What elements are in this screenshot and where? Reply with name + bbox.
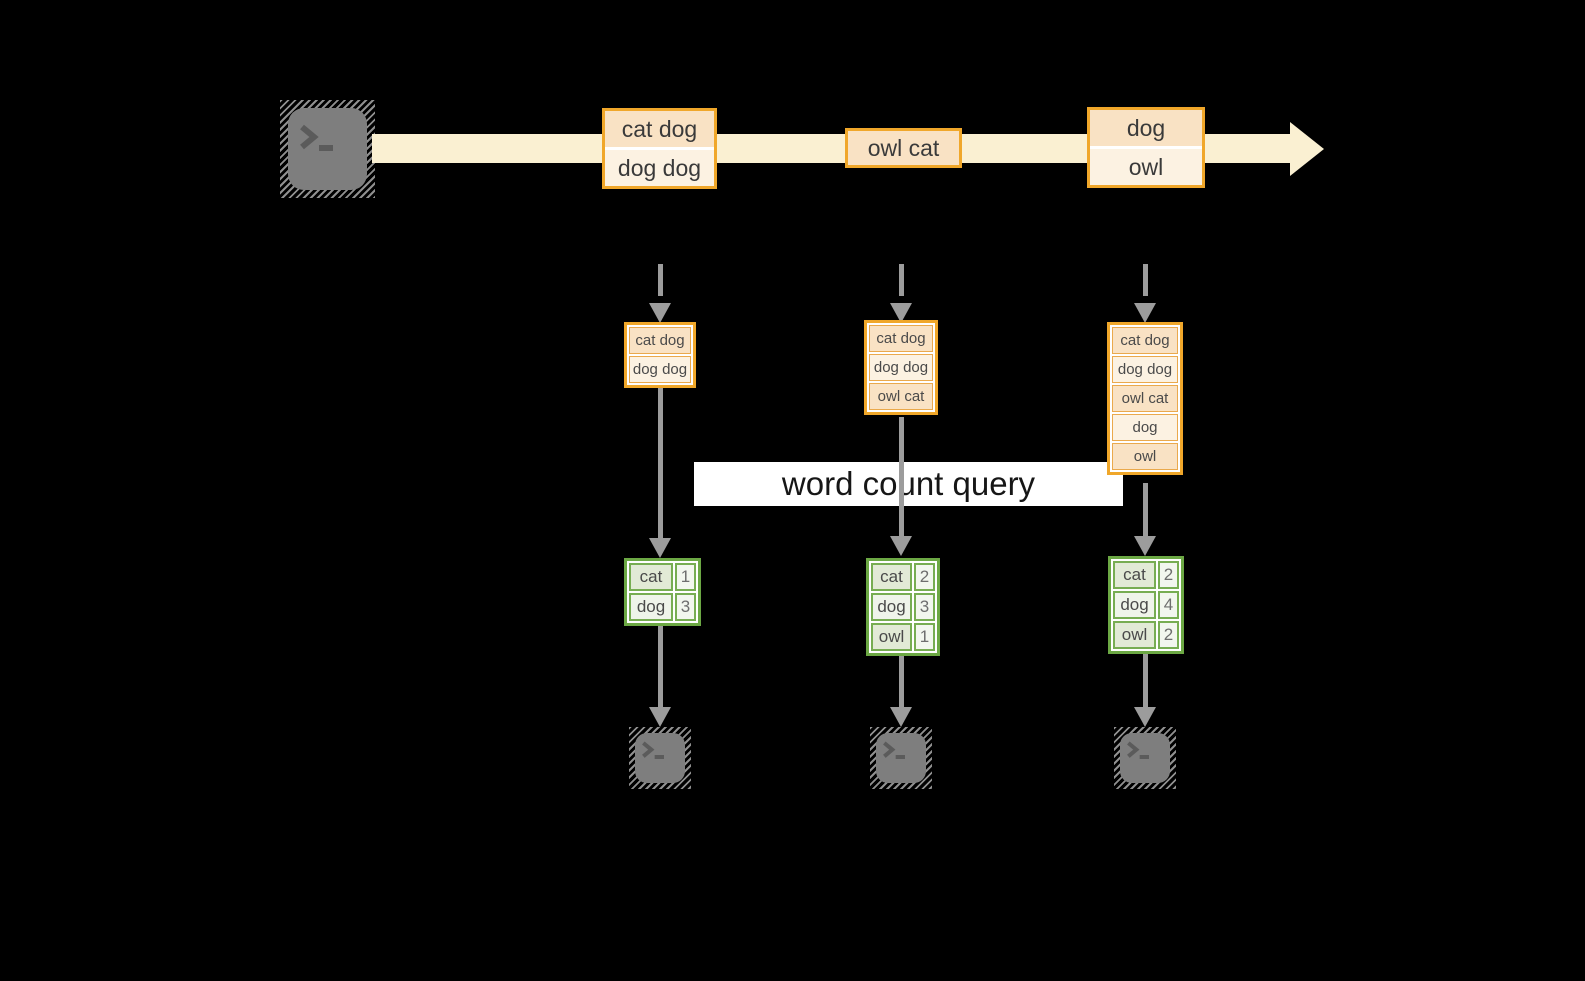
word-cell: cat xyxy=(1113,561,1156,589)
table-row: cat 2 xyxy=(871,563,935,591)
arrowhead-icon xyxy=(890,536,912,556)
batch-line: dog dog xyxy=(605,147,714,186)
terminal-prompt-icon xyxy=(642,741,664,759)
count-cell: 3 xyxy=(914,593,935,621)
down-arrow xyxy=(1134,654,1156,727)
arrowhead-icon xyxy=(649,538,671,558)
stream-batch-2: owl cat xyxy=(845,128,962,168)
arrowhead-icon xyxy=(1134,707,1156,727)
input-line: dog dog xyxy=(629,356,691,383)
down-arrow xyxy=(649,388,671,558)
input-line: cat dog xyxy=(629,327,691,354)
table-row: owl 1 xyxy=(871,623,935,651)
input-line: owl cat xyxy=(869,383,933,410)
dashed-down-arrow xyxy=(649,264,671,323)
count-cell: 1 xyxy=(914,623,935,651)
arrow-line xyxy=(898,656,904,707)
table-row: dog 3 xyxy=(629,593,696,621)
count-cell: 4 xyxy=(1158,591,1179,619)
word-cell: dog xyxy=(629,593,673,621)
input-line: owl cat xyxy=(1112,385,1178,412)
table-row: dog 3 xyxy=(871,593,935,621)
down-arrow xyxy=(890,417,912,556)
word-count-table-2: cat 2 dog 3 owl 1 xyxy=(866,558,940,656)
micro-batch-input-3: cat dog dog dog owl cat dog owl xyxy=(1107,322,1183,475)
dashed-down-arrow xyxy=(890,264,912,323)
down-arrow xyxy=(1134,483,1156,556)
count-cell: 2 xyxy=(1158,561,1179,589)
terminal-prompt-icon xyxy=(300,124,333,151)
batch-line: owl xyxy=(1090,146,1202,185)
word-cell: owl xyxy=(1113,621,1156,649)
arrow-line xyxy=(657,388,663,538)
arrowhead-icon xyxy=(1134,303,1156,323)
word-cell: cat xyxy=(871,563,912,591)
batch-line: cat dog xyxy=(605,111,714,147)
down-arrow xyxy=(890,656,912,727)
table-row: cat 1 xyxy=(629,563,696,591)
arrowhead-icon xyxy=(890,303,912,323)
query-label: word count query xyxy=(694,462,1123,506)
count-cell: 2 xyxy=(914,563,935,591)
sink-terminal-icon-1 xyxy=(629,727,691,789)
word-cell: cat xyxy=(629,563,673,591)
word-count-table-1: cat 1 dog 3 xyxy=(624,558,701,626)
arrowhead-icon xyxy=(1134,536,1156,556)
arrow-line xyxy=(1142,264,1148,296)
arrow-line xyxy=(657,626,663,707)
arrow-line xyxy=(1142,654,1148,707)
sink-terminal-icon-3 xyxy=(1114,727,1176,789)
arrowhead-icon xyxy=(890,707,912,727)
count-cell: 1 xyxy=(675,563,696,591)
arrowhead-icon xyxy=(649,303,671,323)
table-row: owl 2 xyxy=(1113,621,1179,649)
input-line: owl xyxy=(1112,443,1178,470)
terminal-prompt-icon xyxy=(883,741,905,759)
down-arrow xyxy=(649,626,671,727)
input-line: cat dog xyxy=(1112,327,1178,354)
count-cell: 2 xyxy=(1158,621,1179,649)
stream-batch-3: dog owl xyxy=(1087,107,1205,188)
input-line: dog xyxy=(1112,414,1178,441)
arrow-line xyxy=(657,264,663,296)
word-count-table-3: cat 2 dog 4 owl 2 xyxy=(1108,556,1184,654)
table-row: dog 4 xyxy=(1113,591,1179,619)
stream-arrowhead-icon xyxy=(1290,122,1324,176)
input-line: dog dog xyxy=(1112,356,1178,383)
word-cell: owl xyxy=(871,623,912,651)
count-cell: 3 xyxy=(675,593,696,621)
arrowhead-icon xyxy=(649,707,671,727)
dashed-down-arrow xyxy=(1134,264,1156,323)
source-terminal-icon xyxy=(280,100,375,198)
input-line: cat dog xyxy=(869,325,933,352)
table-row: cat 2 xyxy=(1113,561,1179,589)
stream-batch-1: cat dog dog dog xyxy=(602,108,717,189)
input-line: dog dog xyxy=(869,354,933,381)
micro-batch-input-2: cat dog dog dog owl cat xyxy=(864,320,938,415)
arrow-line xyxy=(898,264,904,296)
word-cell: dog xyxy=(871,593,912,621)
arrow-line xyxy=(898,417,904,536)
word-cell: dog xyxy=(1113,591,1156,619)
terminal-prompt-icon xyxy=(1127,741,1149,759)
batch-line: dog xyxy=(1090,110,1202,146)
micro-batch-input-1: cat dog dog dog xyxy=(624,322,696,388)
arrow-line xyxy=(1142,483,1148,536)
batch-line: owl cat xyxy=(848,131,959,165)
sink-terminal-icon-2 xyxy=(870,727,932,789)
